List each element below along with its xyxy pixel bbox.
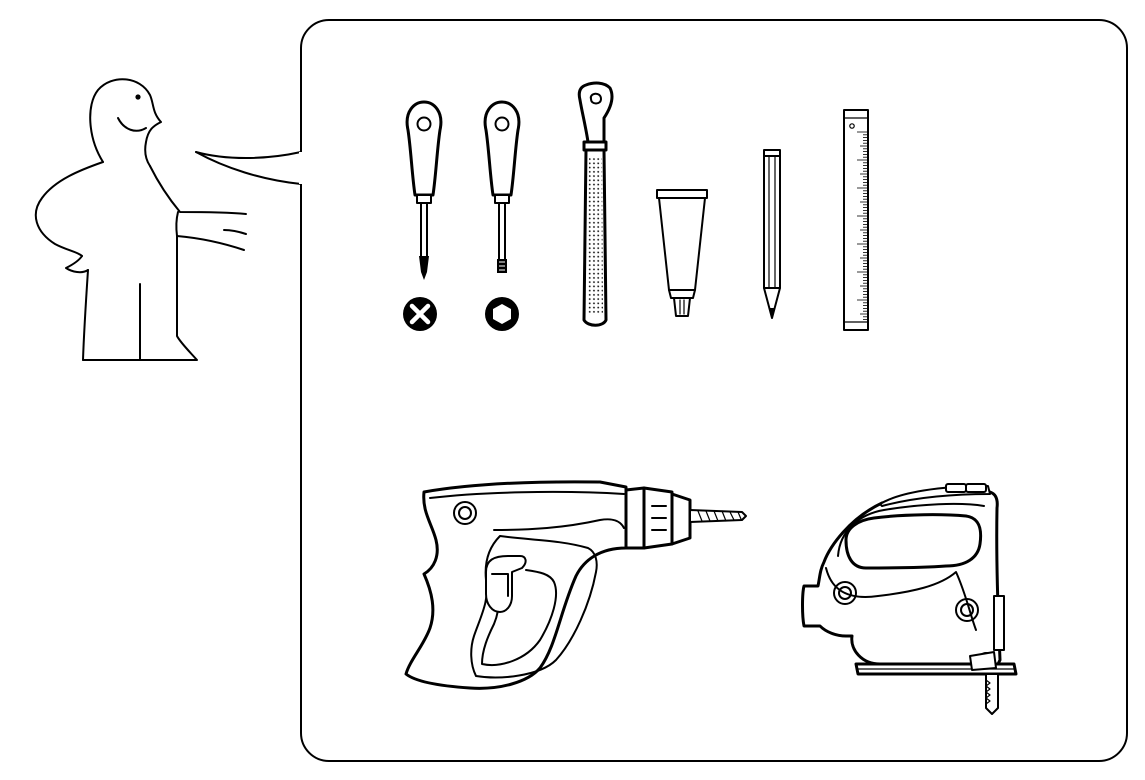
ruler-icon xyxy=(843,109,869,331)
speech-tail xyxy=(195,151,303,185)
ruler-ticks xyxy=(857,131,868,321)
glue-tube-icon xyxy=(656,189,708,317)
power-drill-icon xyxy=(404,480,747,690)
cross-drive-icon xyxy=(403,297,437,331)
jigsaw-icon xyxy=(801,483,1018,715)
tool-panel xyxy=(300,19,1128,762)
hex-drive-icon xyxy=(485,297,519,331)
phillips-screwdriver-icon xyxy=(405,100,443,280)
ikea-assembly-person-icon xyxy=(34,78,247,361)
pencil-icon xyxy=(763,149,781,319)
file-tool-icon xyxy=(577,81,614,327)
hex-screwdriver-icon xyxy=(483,100,521,273)
